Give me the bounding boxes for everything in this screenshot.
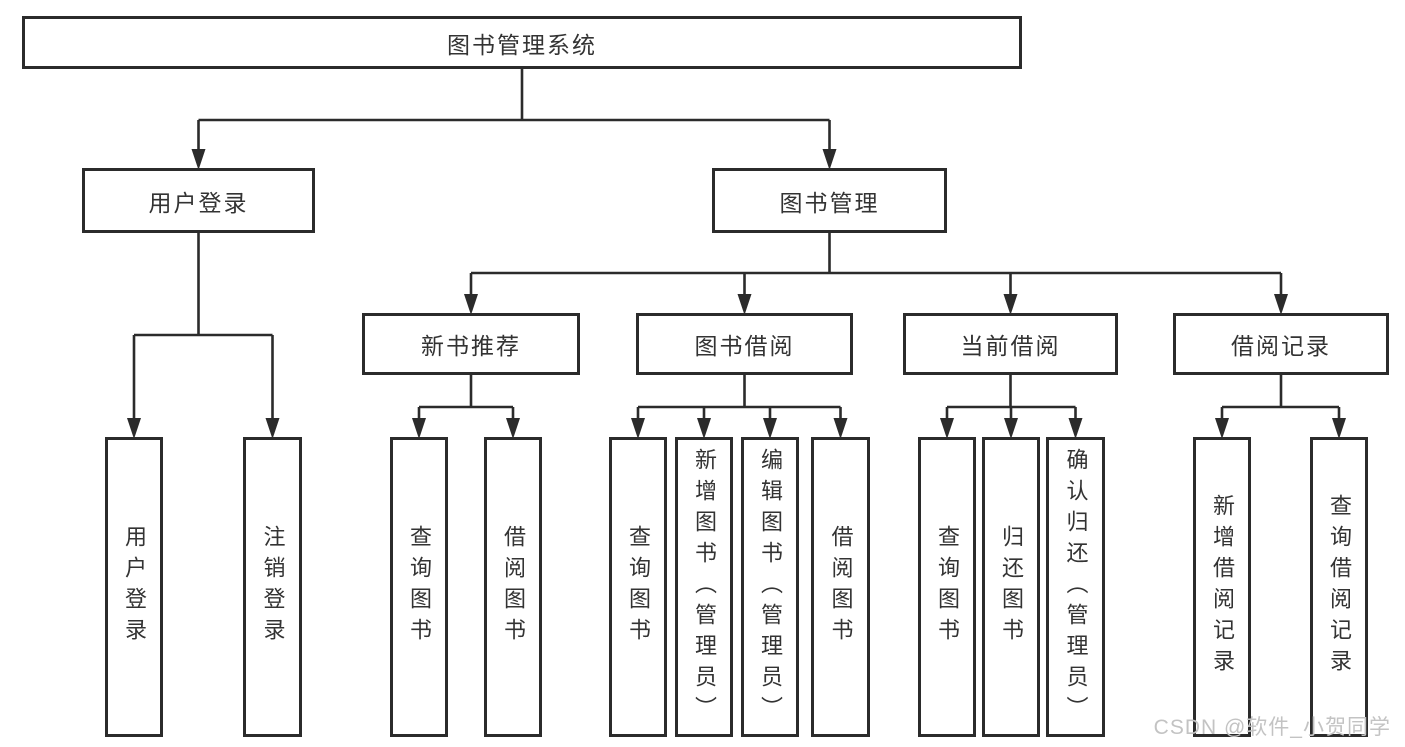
node-label-search-borrow-record: 查询借阅记录 [1327, 494, 1352, 680]
node-label-new-book-recommend: 新书推荐 [421, 333, 521, 359]
node-label-add-borrow-record: 新增借阅记录 [1210, 494, 1235, 680]
watermark: CSDN @软件_小贺同学 [1153, 716, 1391, 739]
arrowhead [763, 418, 777, 439]
node-label-search-book-rec: 查询图书 [407, 525, 432, 649]
node-label-system-root: 图书管理系统 [447, 31, 597, 58]
arrowhead [1003, 294, 1018, 315]
arrowhead [697, 418, 711, 439]
node-search-borrow-record: 查询借阅记录 [1310, 437, 1368, 737]
arrowhead [127, 418, 141, 439]
arrowhead [191, 149, 206, 170]
node-user-login: 用户登录 [82, 168, 315, 233]
arrowhead [833, 418, 848, 439]
node-search-book-rec: 查询图书 [390, 437, 448, 737]
node-login-leaf: 用户登录 [105, 437, 163, 737]
arrowhead [1068, 418, 1083, 439]
node-borrowing-records: 借阅记录 [1173, 313, 1389, 375]
arrowhead [1274, 294, 1288, 315]
node-label-add-book-admin: 新增图书（管理员） [692, 447, 717, 727]
node-current-borrowing: 当前借阅 [903, 313, 1118, 375]
node-book-management: 图书管理 [712, 168, 947, 233]
node-book-borrowing: 图书借阅 [636, 313, 853, 375]
node-system-root: 图书管理系统 [22, 16, 1022, 69]
arrowhead [822, 149, 837, 170]
arrowhead [631, 418, 645, 439]
node-add-book-admin: 新增图书（管理员） [675, 437, 733, 737]
node-label-edit-book-admin: 编辑图书（管理员） [758, 447, 783, 727]
arrowhead [1332, 418, 1346, 439]
node-new-book-recommend: 新书推荐 [362, 313, 580, 375]
node-search-book-borrow: 查询图书 [609, 437, 667, 737]
arrowhead [464, 294, 478, 315]
node-borrow-book-rec: 借阅图书 [484, 437, 542, 737]
node-confirm-return-admin: 确认归还（管理员） [1046, 437, 1105, 737]
node-add-borrow-record: 新增借阅记录 [1193, 437, 1251, 737]
node-label-current-borrowing: 当前借阅 [960, 333, 1061, 359]
arrowhead [940, 418, 954, 439]
node-label-borrow-book-rec: 借阅图书 [501, 525, 526, 649]
node-label-book-management: 图书管理 [779, 189, 880, 216]
arrowhead [265, 418, 280, 439]
node-search-book-current: 查询图书 [918, 437, 976, 737]
node-label-user-login: 用户登录 [148, 189, 249, 216]
arrowhead [1215, 418, 1229, 439]
node-edit-book-admin: 编辑图书（管理员） [741, 437, 799, 737]
node-label-search-book-current: 查询图书 [935, 525, 960, 649]
node-label-search-book-borrow: 查询图书 [626, 525, 651, 649]
node-label-logout-leaf: 注销登录 [260, 525, 286, 649]
arrowhead [506, 418, 520, 439]
arrowhead [412, 418, 426, 439]
node-label-login-leaf: 用户登录 [122, 525, 147, 649]
node-logout-leaf: 注销登录 [243, 437, 302, 737]
node-label-confirm-return-admin: 确认归还（管理员） [1063, 447, 1089, 727]
node-borrow-book-leaf: 借阅图书 [811, 437, 870, 737]
node-label-book-borrowing: 图书借阅 [694, 333, 795, 359]
arrowhead [1004, 418, 1018, 439]
node-return-book: 归还图书 [982, 437, 1040, 737]
arrowhead [737, 294, 752, 315]
node-label-borrowing-records: 借阅记录 [1231, 333, 1331, 359]
connector-path [132, 69, 1341, 425]
node-label-borrow-book-leaf: 借阅图书 [828, 525, 854, 649]
node-label-return-book: 归还图书 [999, 525, 1024, 649]
